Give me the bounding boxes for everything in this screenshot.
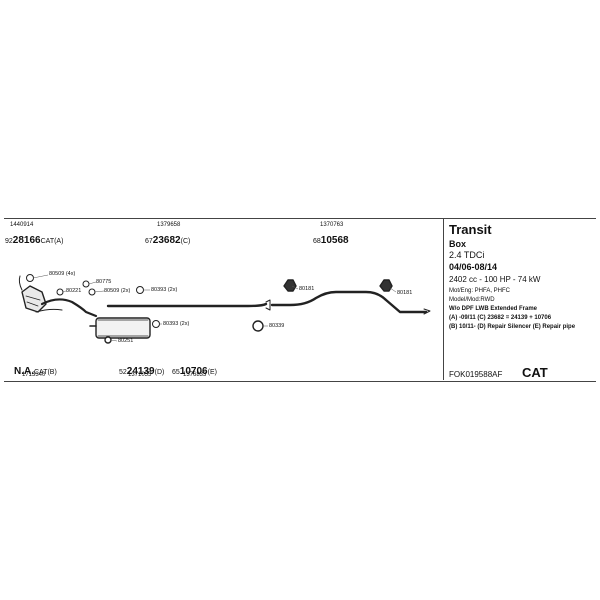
mount-icon [379,279,393,292]
mount-icon [283,279,297,292]
vehicle-mot-eng: Mot/Eng: PHFA, PHFC [449,288,511,294]
part-label: 80509 (4x) [49,271,76,277]
vehicle-engine: 2.4 TDCi [449,250,485,260]
part-number-c[interactable]: 6723682(C) [145,235,191,246]
vehicle-options: W/o DPF LWB Extended Frame [449,306,538,312]
info-divider [443,218,444,380]
part-number-b[interactable]: N.A.CAT(B) [14,366,57,377]
part-label: 80509 (2x) [104,288,131,294]
oe-number: 1376833 [183,372,207,378]
vehicle-body: Box [449,239,467,249]
oe-number: 1379658 [157,222,181,228]
part-label: 80775 [96,279,112,285]
part-label: 80251 [118,338,134,344]
vehicle-model-mod: Model/Mod:RWD [449,297,495,303]
vehicle-note-a: (A) -09/11 (C) 23682 = 24139 + 10706 [449,315,552,321]
vehicle-model: Transit [449,222,492,237]
vehicle-note-b: (B) 10/11- (D) Repair Silencer (E) Repai… [449,324,576,330]
rear-pipe-shape [270,290,428,314]
part-label: 80181 [299,286,315,292]
clamp-icon [252,320,264,332]
diagram-frame [4,218,596,382]
catalytic-converter-shape [21,285,47,313]
part-label: 80393 (2x) [163,321,190,327]
oe-number: 1713340 [22,372,46,378]
oe-number: 1370763 [320,222,344,228]
vehicle-years: 04/06-08/14 [449,262,498,272]
front-pipe-shape [40,298,98,318]
part-label: 80181 [397,290,413,296]
cat-badge: CAT [522,365,548,380]
clamp-icon [104,336,112,344]
part-number-d[interactable]: 5224139(D) [119,366,165,377]
kit-code: FOK019588AF [449,370,503,379]
part-label: 80339 [269,323,285,329]
part-label: 80393 (2x) [151,287,178,293]
oe-number: 1440914 [10,222,34,228]
part-label: 80221 [66,288,82,294]
middle-pipe-shape [106,302,268,308]
vehicle-power: 2402 cc - 100 HP - 74 kW [449,275,541,284]
part-number-rear[interactable]: 6810568 [313,235,349,246]
oe-number: 1371055 [128,372,152,378]
front-silencer-shape [95,317,151,339]
part-number-a[interactable]: 9228166CAT(A) [5,235,64,246]
part-number-e[interactable]: 6510706(E) [172,366,217,377]
